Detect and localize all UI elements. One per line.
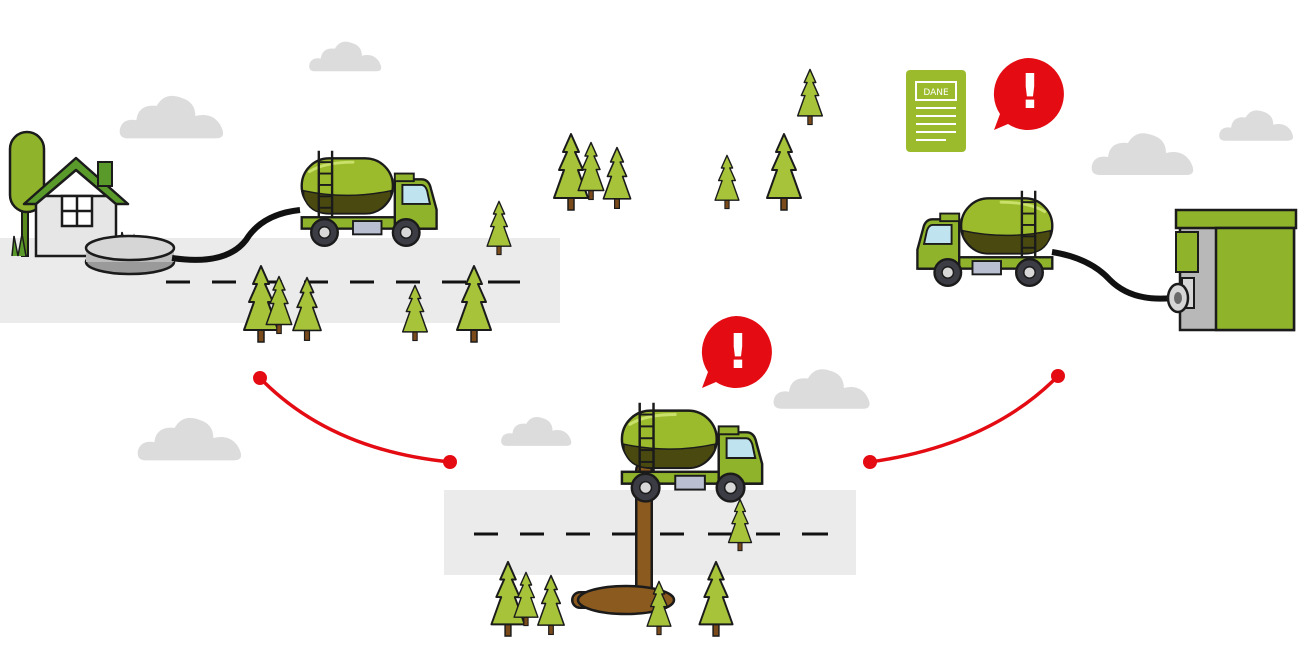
tree-icon <box>714 154 740 210</box>
hose-right <box>1051 249 1173 302</box>
sewage-leak <box>571 461 676 616</box>
connector-left <box>258 376 451 464</box>
alert-bubble-icon: ! <box>701 316 772 388</box>
treatment-station-icon <box>1166 208 1298 332</box>
document-icon: DANE <box>906 70 966 152</box>
tree-icon <box>602 146 632 210</box>
alert-bubble-icon: ! <box>993 58 1064 130</box>
document-label: DANE <box>923 88 949 98</box>
flow-connectors <box>253 369 1065 469</box>
tree-icon <box>796 68 824 126</box>
cloud-icon <box>501 417 572 446</box>
tree-icon <box>486 200 512 256</box>
septic-truck-icon <box>915 190 1054 288</box>
cloud-icon <box>137 417 242 461</box>
septic-truck-icon <box>620 402 764 503</box>
connector-right <box>869 374 1060 464</box>
septic-tank-icon <box>84 234 176 276</box>
house-icon <box>8 130 141 259</box>
cloud-icon <box>773 369 870 409</box>
tree-icon <box>513 571 539 627</box>
trees-top <box>552 68 824 212</box>
alert-symbol: ! <box>727 324 749 380</box>
tree-icon <box>765 132 803 212</box>
tree-icon <box>536 574 566 636</box>
septic-truck-icon <box>300 150 439 248</box>
alert-symbol: ! <box>1019 64 1041 120</box>
cloud-icon <box>309 41 382 72</box>
cloud-icon <box>119 95 224 139</box>
cloud-icon <box>1219 110 1294 141</box>
tree-icon <box>552 132 590 212</box>
hose-left <box>171 207 301 263</box>
cloud-icon <box>1091 133 1194 175</box>
